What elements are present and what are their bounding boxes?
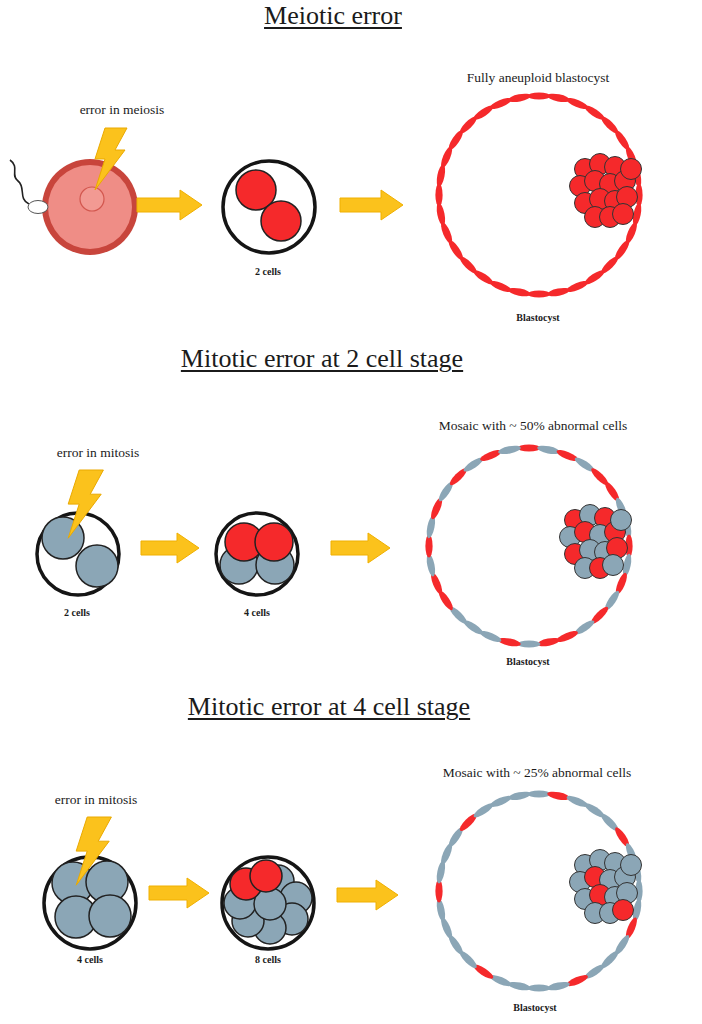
blastocyst: Mosaic with ~ 25% abnormal cellsBlastocy… <box>434 789 644 993</box>
blast-outline <box>434 789 644 993</box>
progression-arrow <box>337 880 398 910</box>
embryo-outline <box>221 159 317 255</box>
blastomere <box>255 523 293 561</box>
error-note: error in mitosis <box>0 792 226 808</box>
trophectoderm-cell <box>498 636 522 648</box>
blastomere <box>76 545 118 587</box>
blastocyst: Fully aneuploid blastocystBlastocyst <box>434 91 644 299</box>
zygote-cytoplasm <box>48 165 132 249</box>
trophectoderm-cell <box>565 279 589 294</box>
trophectoderm-cell <box>547 980 571 992</box>
sperm-tail <box>10 160 29 204</box>
trophectoderm-cell <box>528 92 551 99</box>
two-cell-embryo: error in mitosis2 cells <box>35 510 121 598</box>
blastomere <box>250 860 282 892</box>
section-heading: Mitotic error at 2 cell stage <box>22 344 622 374</box>
progression-arrow <box>331 533 390 563</box>
inner-cell-mass-cell <box>621 855 642 876</box>
blastomere <box>261 201 301 241</box>
trophectoderm-cell <box>508 286 532 298</box>
trophectoderm-cell <box>565 973 589 988</box>
trophectoderm-cell <box>528 984 551 991</box>
trophectoderm-cell <box>555 629 579 644</box>
trophectoderm-cell <box>547 286 571 298</box>
embryo-outline <box>220 855 316 951</box>
embryo-outline <box>214 510 300 598</box>
blastomere <box>42 517 84 559</box>
two-cell-embryo: 2 cells <box>221 159 317 255</box>
error-note: error in mitosis <box>0 445 228 461</box>
stage-label: Blastocyst <box>398 656 658 668</box>
zygote-outline <box>41 158 139 256</box>
nucleus <box>80 187 104 211</box>
trophectoderm-cell <box>547 790 571 802</box>
trophectoderm-cell <box>528 790 551 797</box>
zygote: error in meiosis <box>41 158 139 256</box>
outcome-heading: Mosaic with ~ 25% abnormal cells <box>407 765 667 781</box>
trophectoderm-cell <box>537 636 561 648</box>
trophectoderm-cell <box>425 553 437 577</box>
embryo-outline <box>35 510 121 598</box>
stage-label: 2 cells <box>0 607 207 619</box>
blastocyst: Mosaic with ~ 50% abnormal cellsBlastocy… <box>424 443 634 649</box>
blast-outline <box>424 443 634 649</box>
progression-arrow <box>137 190 202 220</box>
inner-cell-mass-cell <box>621 159 642 180</box>
section-heading: Meiotic error <box>33 1 633 31</box>
trophectoderm-cell <box>489 96 513 111</box>
eight-cell-embryo: 8 cells <box>220 855 316 951</box>
trophectoderm-cell <box>518 640 541 647</box>
trophectoderm-cell <box>489 794 513 809</box>
four-cell-embryo: 4 cells <box>214 510 300 598</box>
inner-cell-mass-cell <box>613 900 634 921</box>
trophectoderm-cell <box>425 515 437 539</box>
progression-arrow <box>149 878 209 908</box>
trophectoderm-cell <box>498 444 522 456</box>
zona-pellucida <box>223 161 315 253</box>
outcome-heading: Fully aneuploid blastocyst <box>408 70 668 86</box>
trophectoderm-cell <box>547 92 571 104</box>
trophectoderm-cell <box>435 898 447 922</box>
embryo-outline <box>42 855 138 951</box>
trophectoderm-cell <box>435 164 447 188</box>
trophectoderm-cell <box>435 202 447 226</box>
zona-pellucida <box>222 857 314 949</box>
trophectoderm-cell <box>537 444 561 456</box>
outcome-heading: Mosaic with ~ 50% abnormal cells <box>403 418 663 434</box>
trophectoderm-cell <box>435 860 447 884</box>
blastomere <box>89 895 131 937</box>
trophectoderm-cell <box>528 290 551 297</box>
error-note: error in meiosis <box>0 102 252 118</box>
stage-label: 2 cells <box>138 266 398 278</box>
stage-label: Blastocyst <box>408 312 668 324</box>
stage-label: 8 cells <box>138 954 398 966</box>
inner-cell-mass-cell <box>603 555 624 576</box>
inner-cell-mass-cell <box>613 204 634 225</box>
four-cell-embryo: error in mitosis4 cells <box>42 855 138 951</box>
zygote-membrane <box>42 159 138 255</box>
blast-outline <box>434 91 644 299</box>
zona-pellucida <box>216 513 298 595</box>
stage-label: 4 cells <box>127 607 387 619</box>
progression-arrow <box>141 533 199 563</box>
stage-label: Blastocyst <box>405 1002 665 1014</box>
sperm-head <box>28 201 48 214</box>
inner-cell-mass-cell <box>611 510 632 531</box>
zona-pellucida <box>37 513 119 595</box>
trophectoderm-cell <box>508 92 532 104</box>
progression-arrow <box>340 190 403 220</box>
section-heading: Mitotic error at 4 cell stage <box>29 692 629 722</box>
zona-pellucida <box>44 857 136 949</box>
trophectoderm-cell <box>518 444 541 451</box>
trophectoderm-cell <box>479 448 503 463</box>
trophectoderm-cell <box>508 980 532 992</box>
stage-label: 4 cells <box>0 954 220 966</box>
trophectoderm-cell <box>508 790 532 802</box>
